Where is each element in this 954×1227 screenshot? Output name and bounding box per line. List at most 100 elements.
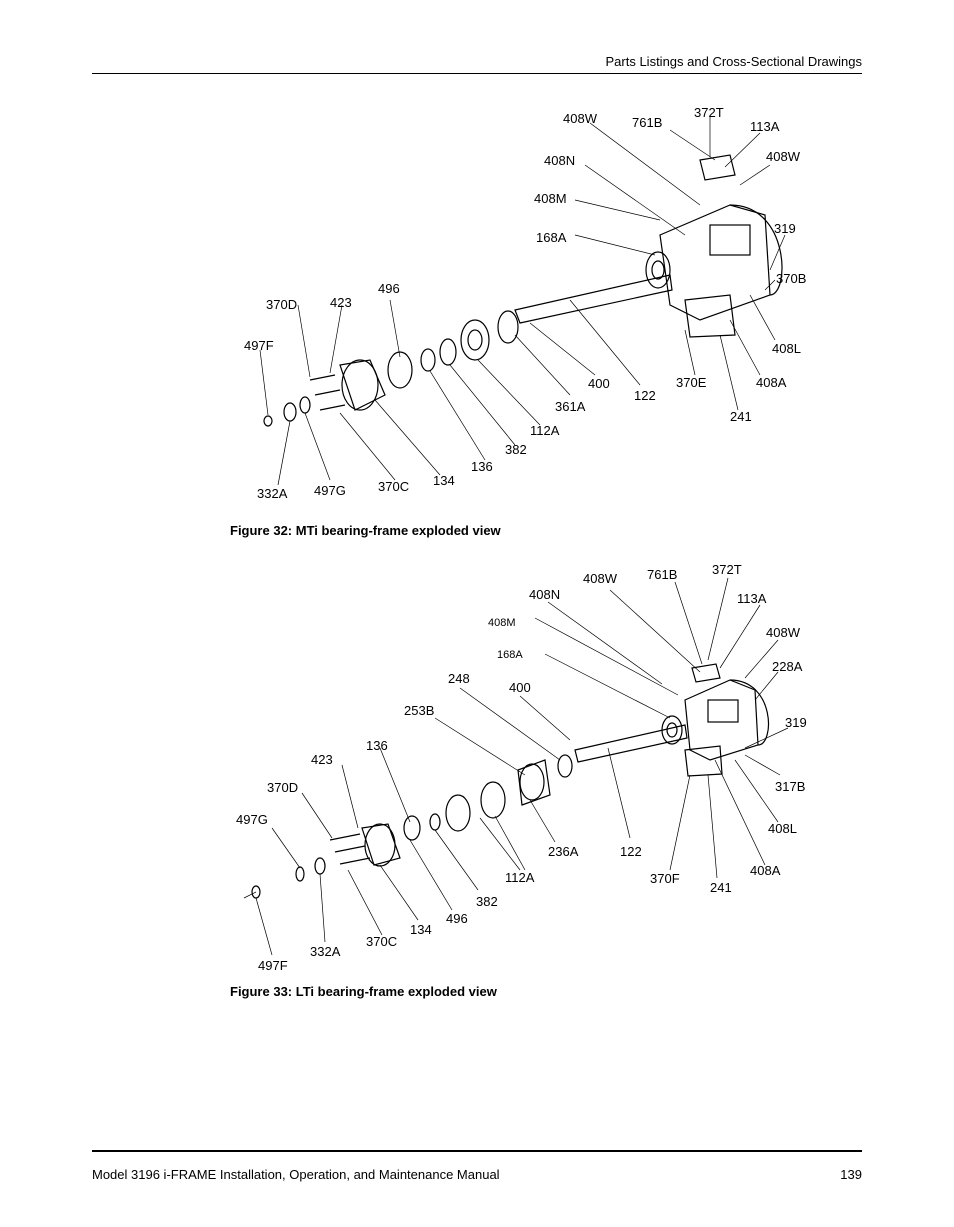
frame-window	[709, 224, 751, 256]
figure-33-caption: Figure 33: LTi bearing-frame exploded vi…	[230, 984, 497, 999]
oring-496	[387, 351, 413, 389]
label: 113A	[750, 119, 780, 134]
bearing-112a	[460, 319, 490, 361]
label: 423	[311, 752, 333, 767]
label: 136	[366, 738, 388, 753]
bearing-112a	[480, 781, 506, 819]
label: 134	[410, 922, 432, 937]
label: 408L	[772, 341, 801, 356]
label: 370D	[267, 780, 298, 795]
bolt-370d-2	[314, 389, 341, 396]
end-cover-134-ring	[364, 823, 396, 867]
oil-cap-761b	[691, 663, 721, 683]
label: 332A	[257, 486, 288, 501]
label: 423	[330, 295, 352, 310]
label: 370D	[266, 297, 297, 312]
figure-32-drawing: 408W 761B 372T 113A 408N 408W 408M 168A …	[230, 95, 830, 515]
label: 372T	[712, 562, 742, 577]
label: 761B	[632, 115, 662, 130]
label: 408L	[768, 821, 797, 836]
shaft-122	[514, 274, 673, 324]
bearing-frame-shape	[659, 204, 771, 321]
washer-382	[439, 338, 457, 366]
bearing-168a-bore	[666, 722, 678, 738]
seal-332a	[314, 857, 326, 875]
bearing-168a	[661, 715, 683, 745]
oil-cap-761b	[699, 154, 736, 181]
ring-248	[557, 754, 573, 778]
label: 400	[509, 680, 531, 695]
label: 236A	[548, 844, 579, 859]
label: 408N	[529, 587, 560, 602]
label: 408N	[544, 153, 575, 168]
label: 408W	[766, 149, 801, 164]
bearing-112a-2	[445, 794, 471, 832]
housing-253b-ring	[519, 763, 545, 801]
footer-manual-title: Model 3196 i-FRAME Installation, Operati…	[92, 1167, 500, 1182]
label: 761B	[647, 567, 677, 582]
bolt-370d-2	[334, 845, 366, 853]
bearing-housing-253b	[517, 759, 551, 806]
label: 408W	[563, 111, 598, 126]
figure-32-svg: 408W 761B 372T 113A 408N 408W 408M 168A …	[244, 105, 806, 501]
leader-lines	[243, 577, 789, 956]
oring-497g	[295, 866, 305, 882]
figure-32-caption: Figure 32: MTi bearing-frame exploded vi…	[230, 523, 501, 538]
label: 241	[730, 409, 752, 424]
label: 408A	[750, 863, 781, 878]
figure-32-labels: 408W 761B 372T 113A 408N 408W 408M 168A …	[244, 105, 806, 501]
end-cover-134	[361, 823, 401, 866]
bolt-370c	[319, 404, 346, 411]
bearing-168a	[645, 251, 671, 289]
figure-33-drawing: 408W 761B 372T 408N 113A 408M 408W 168A …	[230, 560, 830, 980]
label: 408W	[766, 625, 801, 640]
bearing-112a-bore	[467, 329, 483, 351]
figure-33-svg: 408W 761B 372T 408N 113A 408M 408W 168A …	[236, 562, 807, 973]
label: 496	[446, 911, 468, 926]
label: 122	[620, 844, 642, 859]
ring-361a	[497, 310, 519, 344]
figure-33-labels: 408W 761B 372T 408N 113A 408M 408W 168A …	[236, 562, 807, 973]
end-cover-134-ring	[341, 359, 379, 411]
seal-332a	[283, 402, 297, 422]
label: 112A	[505, 870, 535, 885]
frame-flange	[729, 679, 769, 746]
label: 134	[433, 473, 455, 488]
bolt-370c	[339, 857, 371, 865]
oring-497g	[299, 396, 311, 414]
label: 122	[634, 388, 656, 403]
label: 408M	[534, 191, 567, 206]
label: 497G	[314, 483, 346, 498]
label: 168A	[497, 649, 523, 661]
locknut-136	[403, 815, 421, 841]
label: 370E	[676, 375, 707, 390]
label: 370C	[378, 479, 409, 494]
label: 496	[378, 281, 400, 296]
label: 248	[448, 671, 470, 686]
label: 370B	[776, 271, 806, 286]
label: 168A	[536, 230, 567, 245]
label: 497G	[236, 812, 268, 827]
label: 408W	[583, 571, 618, 586]
label: 319	[785, 715, 807, 730]
label: 382	[505, 442, 527, 457]
label: 400	[588, 376, 610, 391]
label: 319	[774, 221, 796, 236]
shaft-122	[574, 724, 688, 763]
leader-lines	[259, 117, 786, 486]
locknut-136	[420, 348, 436, 372]
label: 253B	[404, 703, 434, 718]
washer-382	[429, 813, 441, 831]
label: 241	[710, 880, 732, 895]
bolt-370d	[309, 374, 336, 381]
frame-foot-241	[684, 294, 736, 338]
label: 370F	[650, 871, 680, 886]
label: 370C	[366, 934, 397, 949]
label: 317B	[775, 779, 805, 794]
label: 408M	[488, 617, 516, 629]
frame-flange	[729, 204, 783, 296]
label: 382	[476, 894, 498, 909]
footer-rule	[92, 1150, 862, 1152]
label: 361A	[555, 399, 586, 414]
label: 112A	[530, 423, 560, 438]
